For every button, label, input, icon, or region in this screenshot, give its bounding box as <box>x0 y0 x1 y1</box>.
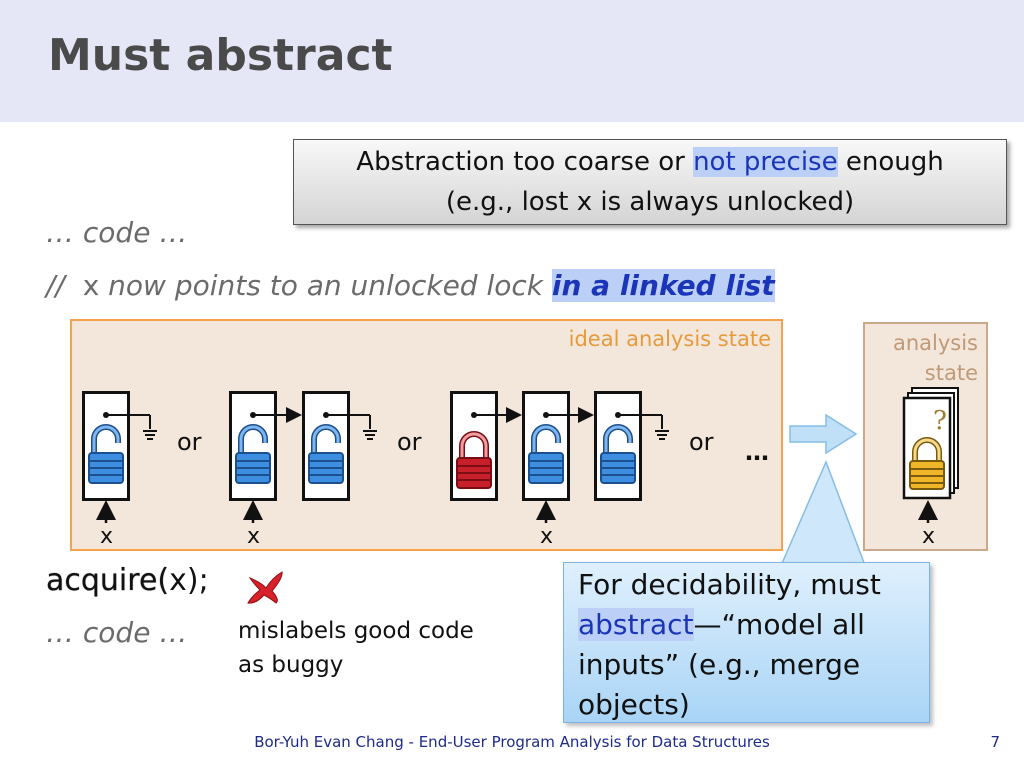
more-states-ellipsis: … <box>745 438 769 466</box>
unlocked-lock-icon <box>309 427 343 483</box>
unlocked-lock-icon <box>236 427 270 483</box>
unlocked-lock-icon <box>529 427 563 483</box>
callout-pointer <box>778 460 868 569</box>
comment-variable: x <box>82 269 100 302</box>
acquire-call: acquire(x); <box>46 563 209 598</box>
pointer-to-null <box>103 412 158 440</box>
slide-title: Must abstract <box>48 30 393 81</box>
not-precise-highlight: not precise <box>693 147 838 177</box>
decidability-callout: For decidability, must abstract—“model a… <box>563 562 930 723</box>
comment-text: now points to an unlocked lock <box>99 269 552 302</box>
unlocked-lock-icon <box>601 427 635 483</box>
pointer-to-null <box>615 412 670 440</box>
abstraction-arrow-icon <box>789 413 858 455</box>
x-variable-label: x <box>540 524 554 549</box>
linked-list-highlight: in a linked list <box>551 269 775 302</box>
analysis-state-label: analysis state <box>892 331 978 385</box>
code-line-1: … code … <box>46 216 188 249</box>
code-line-last: … code … <box>46 616 188 649</box>
pointer-next <box>471 407 522 423</box>
or-label: or <box>177 428 202 456</box>
ideal-analysis-state-label: ideal analysis state <box>568 327 771 351</box>
x-variable-label: x <box>247 524 261 549</box>
mislabel-note: mislabels good code as buggy <box>238 618 474 678</box>
locked-lock-icon <box>457 434 491 488</box>
unlocked-lock-icon <box>89 427 123 483</box>
page-number: 7 <box>990 733 1000 751</box>
pointer-next <box>543 407 594 423</box>
imprecision-callout: Abstraction too coarse or not precise en… <box>293 139 1007 225</box>
pointer-to-null <box>323 412 378 440</box>
title-band <box>0 0 1024 122</box>
error-x-icon <box>247 571 283 604</box>
abstract-highlight: abstract <box>578 608 694 641</box>
summary-node-stack-icon <box>902 387 959 500</box>
unknown-state-question-mark: ? <box>933 406 947 436</box>
callout-line-2: (e.g., lost x is always unlocked) <box>445 187 855 217</box>
slide-footer: Bor-Yuh Evan Chang - End-User Program An… <box>254 733 770 751</box>
code-comment: // x now points to an unlocked lock in a… <box>46 269 775 302</box>
pointer-next <box>250 407 302 423</box>
or-label: or <box>397 428 422 456</box>
x-variable-label: x <box>100 524 114 549</box>
callout-line-1: Abstraction too coarse or not precise en… <box>356 147 944 177</box>
or-label: or <box>689 428 714 456</box>
x-variable-label: x <box>922 524 936 549</box>
comment-slashes: // <box>46 269 65 302</box>
